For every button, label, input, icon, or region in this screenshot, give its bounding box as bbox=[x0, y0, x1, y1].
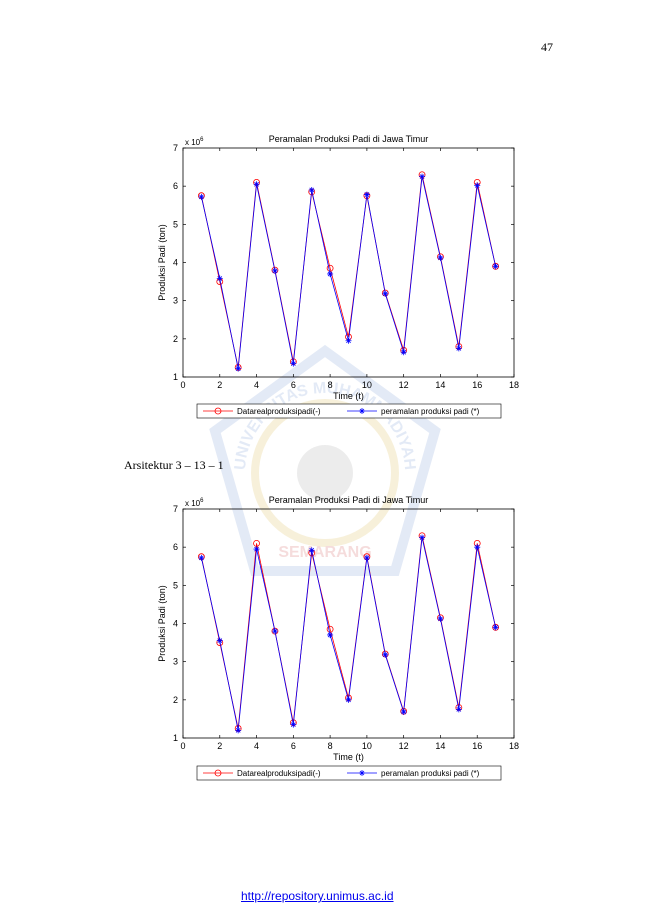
c2-x-tick-label: 16 bbox=[472, 741, 482, 751]
c2-series-1-point bbox=[308, 547, 315, 554]
c2-y-tick-label: 5 bbox=[173, 580, 178, 590]
c1-series-1-point bbox=[327, 270, 334, 277]
c1-series-1-point bbox=[400, 349, 407, 356]
c1-y-multiplier-exp: 6 bbox=[200, 137, 204, 143]
c2-series-1-point bbox=[474, 544, 481, 551]
c1-x-tick-label: 6 bbox=[291, 380, 296, 390]
c1-legend-label-0: Datarealproduksipadi(-) bbox=[237, 407, 321, 416]
c2-y-tick-label: 4 bbox=[173, 619, 178, 629]
c1-legend-marker-0 bbox=[214, 407, 222, 415]
c2-series-1-point bbox=[216, 637, 223, 644]
c2-legend: Datarealproduksipadi(-) peramalan produks… bbox=[196, 765, 502, 781]
c2-y-multiplier-exp: 6 bbox=[200, 498, 204, 504]
c1-y-tick-label: 5 bbox=[173, 219, 178, 229]
c1-y-tick-label: 2 bbox=[173, 334, 178, 344]
c2-x-tick-label: 12 bbox=[399, 741, 409, 751]
c2-y-axis-label: Produksi Padi (ton) bbox=[157, 585, 167, 662]
page-number: 47 bbox=[541, 40, 553, 54]
c2-series-1-point bbox=[271, 628, 278, 635]
c1-y-multiplier: x 106 bbox=[185, 137, 204, 147]
c1-series-1-point bbox=[492, 263, 499, 270]
c1-series-1-point bbox=[235, 365, 242, 372]
c1-x-tick-label: 0 bbox=[180, 380, 185, 390]
c2-series-1-point bbox=[437, 615, 444, 622]
c2-series-1-point bbox=[253, 546, 260, 553]
c2-x-tick-label: 6 bbox=[291, 741, 296, 751]
c2-series-1-point bbox=[400, 709, 407, 716]
c2-series-1-point bbox=[345, 696, 352, 703]
c1-x-tick-label: 10 bbox=[362, 380, 372, 390]
c1-series-1-point bbox=[308, 186, 315, 193]
c1-legend-label-1: peramalan produksi padi (*) bbox=[381, 407, 480, 416]
c1-x-tick-label: 18 bbox=[509, 380, 519, 390]
c2-y-tick-label: 6 bbox=[173, 542, 178, 552]
c1-y-tick-label: 1 bbox=[173, 372, 178, 382]
c1-x-tick-label: 14 bbox=[435, 380, 445, 390]
c1-series-1-point bbox=[474, 182, 481, 189]
repository-link[interactable]: http://repository.unimus.ac.id bbox=[241, 889, 394, 903]
c2-x-tick-label: 0 bbox=[180, 741, 185, 751]
c1-legend: Datarealproduksipadi(-) peramalan produks… bbox=[196, 403, 502, 419]
c1-series-1-point bbox=[253, 181, 260, 188]
c1-x-tick-label: 4 bbox=[254, 380, 259, 390]
c1-y-tick-label: 7 bbox=[173, 143, 178, 153]
c2-series-1-point bbox=[198, 554, 205, 561]
c2-legend-marker-1 bbox=[359, 770, 365, 776]
c1-y-tick-label: 6 bbox=[173, 181, 178, 191]
c2-x-tick-label: 4 bbox=[254, 741, 259, 751]
c2-x-tick-label: 8 bbox=[328, 741, 333, 751]
c1-series-1-point bbox=[455, 345, 462, 352]
c2-x-tick-label: 10 bbox=[362, 741, 372, 751]
c2-series-1-point bbox=[363, 554, 370, 561]
c2-title: Peramalan Produksi Padi di Jawa Timur bbox=[269, 495, 429, 505]
c1-y-axis-label: Produksi Padi (ton) bbox=[157, 224, 167, 301]
c2-x-tick-label: 18 bbox=[509, 741, 519, 751]
c2-series-1-point bbox=[290, 721, 297, 728]
c2-y-tick-label: 7 bbox=[173, 504, 178, 514]
c1-series-1-point bbox=[437, 254, 444, 261]
c2-legend-marker-0 bbox=[214, 769, 222, 777]
figure-caption: Arsitektur 3 – 13 – 1 bbox=[124, 458, 224, 472]
c2-series-1-point bbox=[492, 624, 499, 631]
c2-series-1-point bbox=[235, 727, 242, 734]
c1-series-1-point bbox=[216, 275, 223, 282]
c2-series-1-point bbox=[419, 534, 426, 541]
c2-series-1-point bbox=[382, 651, 389, 658]
c1-series-1-point bbox=[290, 360, 297, 367]
c2-x-axis-label: Time (t) bbox=[333, 752, 364, 762]
c2-y-tick-label: 2 bbox=[173, 695, 178, 705]
c2-series-1-point bbox=[455, 706, 462, 713]
c1-series-1-point bbox=[345, 337, 352, 344]
c1-series-1-point bbox=[419, 173, 426, 180]
c2-y-multiplier: x 106 bbox=[185, 498, 204, 508]
c2-y-tick-label: 1 bbox=[173, 733, 178, 743]
c2-legend-label-1: peramalan produksi padi (*) bbox=[381, 769, 480, 778]
chart-forecast-1: Peramalan Produksi Padi di Jawa Timur x 1… bbox=[157, 134, 519, 419]
c1-x-tick-label: 12 bbox=[399, 380, 409, 390]
c2-legend-label-0: Datarealproduksipadi(-) bbox=[237, 769, 321, 778]
c2-y-tick-label: 3 bbox=[173, 657, 178, 667]
c2-x-tick-label: 2 bbox=[217, 741, 222, 751]
c1-series-1-point bbox=[382, 290, 389, 297]
c1-y-tick-label: 3 bbox=[173, 296, 178, 306]
c1-series-1-point bbox=[363, 191, 370, 198]
c1-x-axis-label: Time (t) bbox=[333, 391, 364, 401]
c1-title: Peramalan Produksi Padi di Jawa Timur bbox=[269, 134, 429, 144]
c1-x-tick-label: 2 bbox=[217, 380, 222, 390]
c1-series-1-point bbox=[198, 193, 205, 200]
c1-y-tick-label: 4 bbox=[173, 258, 178, 268]
c2-x-tick-label: 14 bbox=[435, 741, 445, 751]
c1-x-tick-label: 8 bbox=[328, 380, 333, 390]
c1-x-tick-label: 16 bbox=[472, 380, 482, 390]
c1-legend-marker-1 bbox=[359, 408, 365, 414]
c2-series-1-point bbox=[327, 631, 334, 638]
c1-series-1-point bbox=[271, 267, 278, 274]
